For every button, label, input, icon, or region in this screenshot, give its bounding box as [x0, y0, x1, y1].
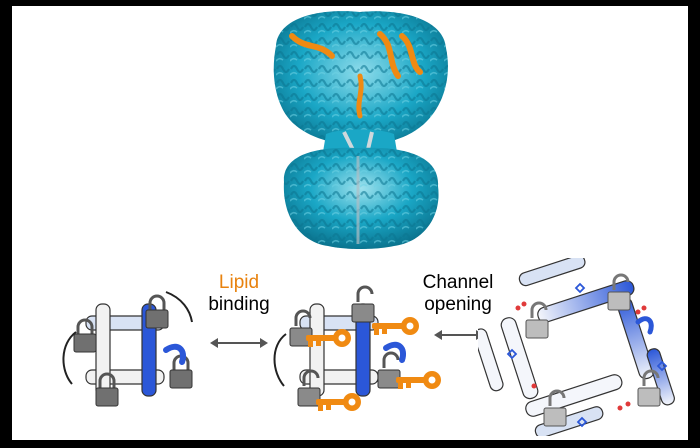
padlock-icon — [145, 294, 169, 329]
padlock-icon — [95, 372, 119, 407]
figure-canvas: Lipid binding — [12, 6, 688, 440]
closed-channel-schematic — [62, 291, 193, 407]
cryo-em-density-icon — [273, 11, 448, 249]
binding-label: binding — [208, 294, 270, 315]
lipid-label: Lipid — [218, 272, 260, 293]
padlock-icon — [525, 301, 549, 339]
key-icon — [316, 393, 361, 411]
padlock-icon — [169, 354, 193, 389]
channel-label: Channel — [422, 272, 494, 293]
padlock-icon — [377, 351, 401, 389]
padlock-icon — [607, 273, 631, 311]
padlock-icon — [73, 318, 97, 353]
padlock-icon — [351, 285, 375, 323]
key-icon — [372, 317, 419, 335]
opening-label: opening — [424, 294, 492, 315]
padlock-icon — [543, 389, 567, 427]
padlock-icon — [297, 369, 321, 407]
key-icon — [306, 329, 351, 347]
lipid-bound-schematic — [273, 285, 441, 411]
key-icon — [396, 371, 441, 389]
double-arrow-icon — [210, 338, 268, 348]
open-channel-schematic — [478, 258, 675, 436]
padlock-icon — [289, 309, 313, 347]
padlock-icon — [637, 369, 661, 407]
